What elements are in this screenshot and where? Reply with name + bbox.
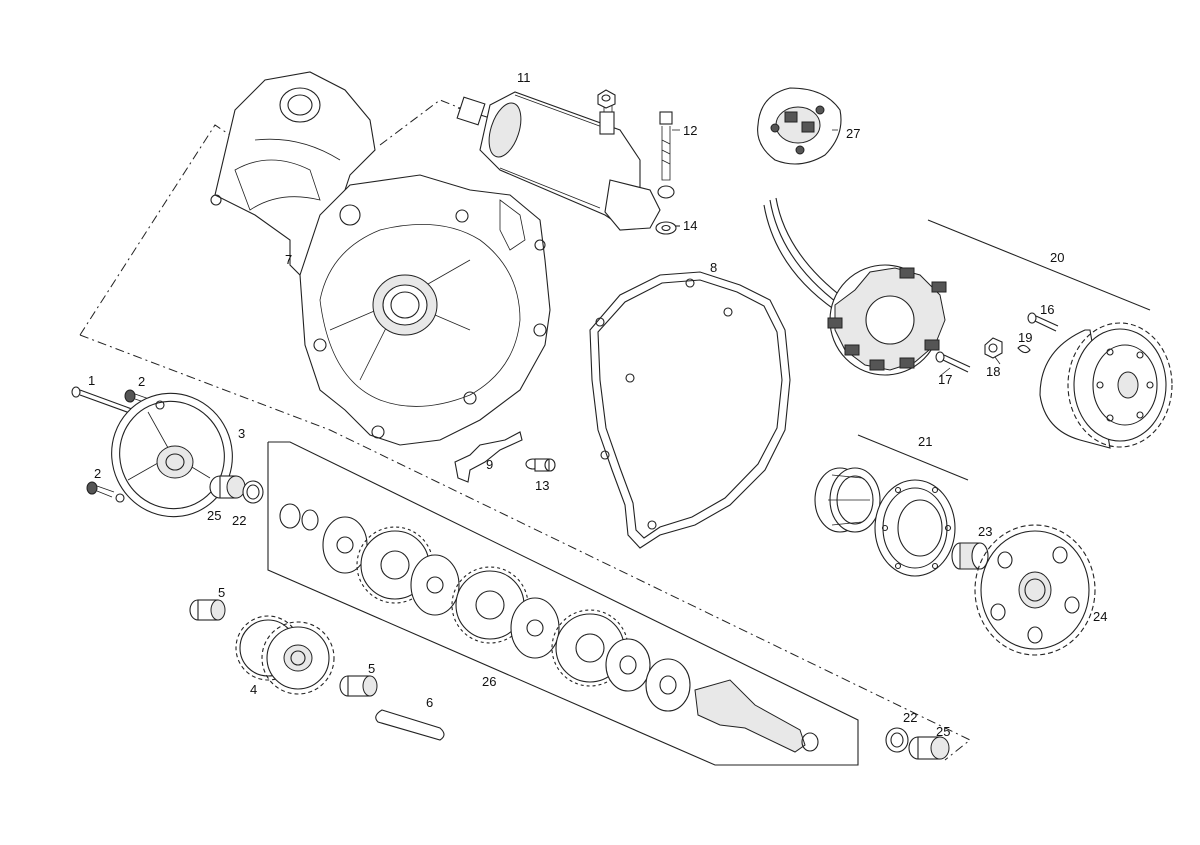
callout-9: 9 — [486, 457, 493, 472]
callout-4: 4 — [250, 682, 257, 697]
starter-nut — [597, 89, 616, 109]
clutch-plate-21 — [874, 479, 956, 577]
callout-23: 23 — [978, 524, 992, 539]
crankcase-cover — [210, 71, 551, 446]
callout-labels: 1 2 2 3 4 5 5 6 7 8 9 11 12 13 14 16 17 … — [88, 70, 1107, 739]
shaft-6 — [375, 709, 445, 741]
callout-3: 3 — [238, 426, 245, 441]
callout-25-right: 25 — [936, 724, 950, 739]
bearing-25-right — [908, 736, 950, 760]
callout-19: 19 — [1018, 330, 1032, 345]
flywheel-rotor — [1039, 322, 1173, 449]
callout-22-right: 22 — [903, 710, 917, 725]
callout-16: 16 — [1040, 302, 1054, 317]
one-way-clutch — [814, 467, 881, 533]
bolt-12 — [657, 111, 675, 199]
gasket — [589, 271, 791, 549]
needle-bearing-5-bottom — [339, 675, 378, 697]
callout-22-left: 22 — [232, 513, 246, 528]
callout-14: 14 — [683, 218, 697, 233]
bolt-16 — [1027, 312, 1059, 332]
bearing-25-left — [209, 475, 246, 499]
key-19 — [1017, 344, 1031, 354]
washer-22-left — [242, 480, 264, 504]
callout-2-bottom: 2 — [94, 466, 101, 481]
screw-2-top — [124, 389, 153, 405]
callout-20: 20 — [1050, 250, 1064, 265]
callout-6: 6 — [426, 695, 433, 710]
brush-holder — [757, 87, 842, 165]
needle-bearing-23 — [951, 542, 989, 570]
callout-27: 27 — [846, 126, 860, 141]
group-brackets — [267, 219, 1151, 766]
nut-18 — [984, 337, 1003, 359]
callout-12: 12 — [683, 123, 697, 138]
callout-2-top: 2 — [138, 374, 145, 389]
leader-lines — [672, 129, 1001, 377]
washer-22-right — [885, 727, 909, 753]
screw-2-bottom — [86, 481, 115, 498]
callout-21: 21 — [918, 434, 932, 449]
side-cover-3 — [111, 392, 233, 518]
callout-5-top: 5 — [218, 585, 225, 600]
callout-24: 24 — [1093, 609, 1107, 624]
bolt-17 — [935, 351, 971, 373]
callout-25-left: 25 — [207, 508, 221, 523]
washer-14 — [655, 221, 680, 235]
callout-1: 1 — [88, 373, 95, 388]
stator — [763, 197, 947, 376]
gear-4 — [235, 615, 335, 695]
callout-26: 26 — [482, 674, 496, 689]
callout-8: 8 — [710, 260, 717, 275]
clutch-pack-26 — [279, 503, 819, 753]
callout-13: 13 — [535, 478, 549, 493]
callout-7: 7 — [285, 252, 292, 267]
bolt-1 — [71, 386, 141, 417]
callout-5-bottom: 5 — [368, 661, 375, 676]
clip-9 — [454, 431, 523, 483]
callout-17: 17 — [938, 372, 952, 387]
callout-18: 18 — [986, 364, 1000, 379]
plug-13 — [525, 458, 556, 472]
starter-motor — [456, 91, 661, 231]
starter-driven-gear — [974, 524, 1096, 656]
callout-11: 11 — [517, 70, 531, 85]
needle-bearing-5-top — [189, 599, 226, 621]
